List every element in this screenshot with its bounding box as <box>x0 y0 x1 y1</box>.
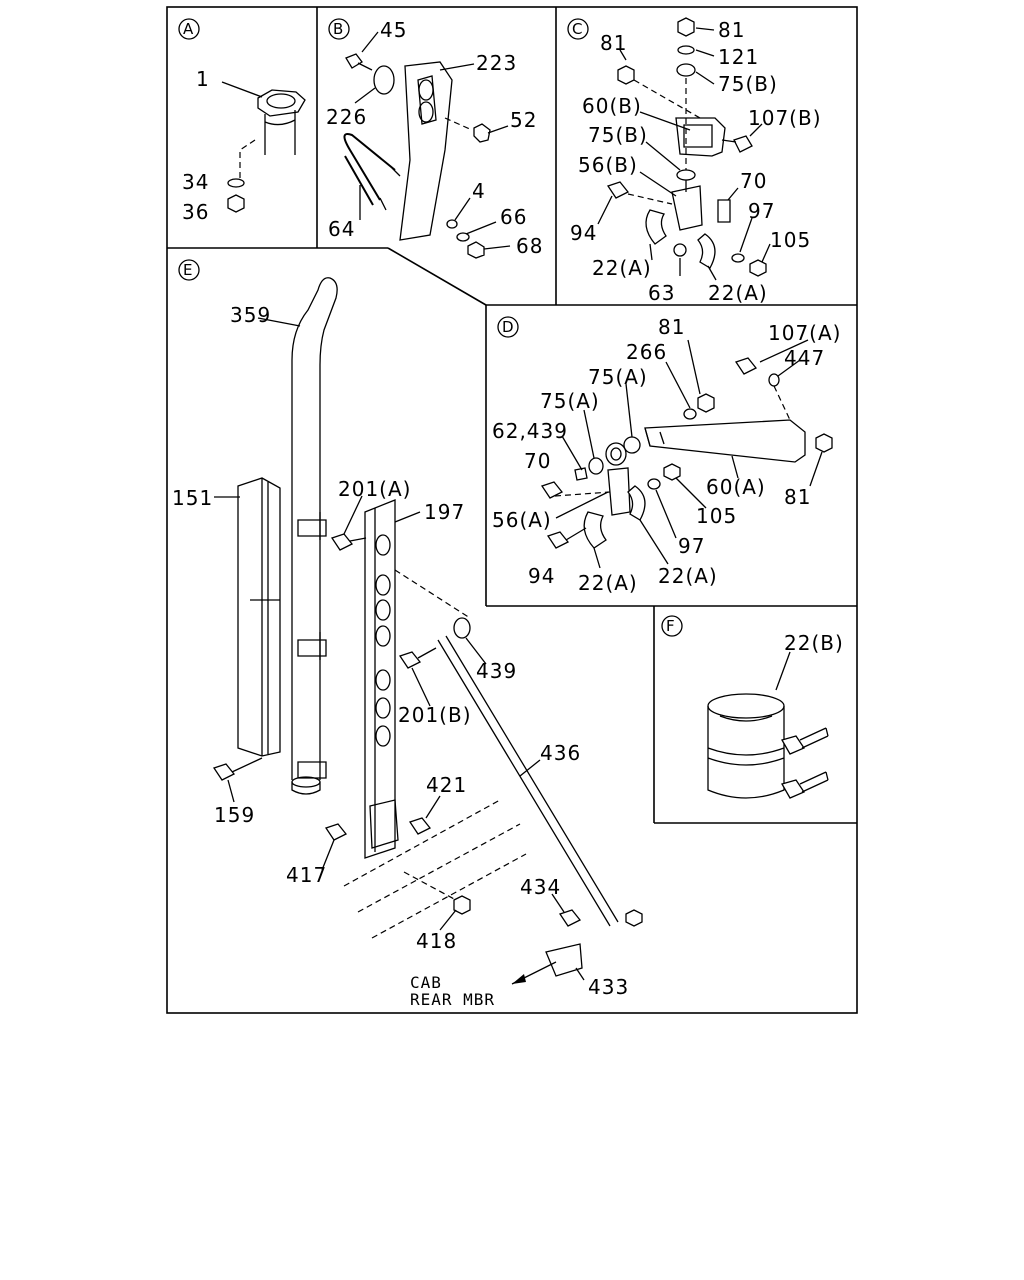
callout-439-e: 439 <box>476 659 517 683</box>
callout-22a-d-left: 22(A) <box>578 571 638 595</box>
callout-97-d: 97 <box>678 534 705 558</box>
callout-107b: 107(B) <box>748 106 822 130</box>
callout-197: 197 <box>424 500 465 524</box>
callout-447: 447 <box>784 346 825 370</box>
callout-22a-c-left: 22(A) <box>592 256 652 280</box>
callout-66: 66 <box>500 205 527 229</box>
section-d-letter: D <box>502 318 514 336</box>
callout-105-c: 105 <box>770 228 811 252</box>
callout-105-d: 105 <box>696 504 737 528</box>
callout-359: 359 <box>230 303 271 327</box>
callout-223: 223 <box>476 51 517 75</box>
callout-75b-top: 75(B) <box>718 72 778 96</box>
callout-107a: 107(A) <box>768 321 841 345</box>
section-a: A 1 34 36 <box>178 18 306 224</box>
callout-70-d: 70 <box>524 449 551 473</box>
section-d: D <box>492 315 841 595</box>
callout-22a-d-right: 22(A) <box>658 564 718 588</box>
cab-rear-mbr-note-line1: CAB <box>410 973 442 992</box>
callout-75a-lower: 75(A) <box>540 389 600 413</box>
callout-433: 433 <box>588 975 629 999</box>
section-c: C <box>567 17 822 305</box>
callout-159: 159 <box>214 803 255 827</box>
callout-81-d-top: 81 <box>658 315 685 339</box>
callout-1: 1 <box>196 67 210 91</box>
diagram-frames <box>166 6 858 1014</box>
section-e-letter: E <box>183 261 192 279</box>
section-b: B 45 223 226 52 4 66 64 <box>326 18 543 259</box>
callout-94-d: 94 <box>528 564 555 588</box>
callout-121: 121 <box>718 45 759 69</box>
callout-418: 418 <box>416 929 457 953</box>
callout-81-d-right: 81 <box>784 485 811 509</box>
callout-70-c: 70 <box>740 169 767 193</box>
callout-60a: 60(A) <box>706 475 766 499</box>
callout-63: 63 <box>648 281 675 305</box>
callout-226: 226 <box>326 105 367 129</box>
callout-201b: 201(B) <box>398 703 472 727</box>
callout-64: 64 <box>328 217 355 241</box>
callout-45: 45 <box>380 18 407 42</box>
cab-rear-mbr-note-line2: REAR MBR <box>410 990 495 1009</box>
callout-434: 434 <box>520 875 561 899</box>
callout-417: 417 <box>286 863 327 887</box>
callout-56a: 56(A) <box>492 508 552 532</box>
callout-81-left: 81 <box>600 31 627 55</box>
section-e: E <box>172 259 643 1009</box>
callout-60b: 60(B) <box>582 94 642 118</box>
callout-4: 4 <box>472 179 486 203</box>
callout-36: 36 <box>182 200 209 224</box>
callout-62-439: 62,439 <box>492 419 568 443</box>
callout-75b-mid: 75(B) <box>588 123 648 147</box>
callout-94-c: 94 <box>570 221 597 245</box>
callout-421: 421 <box>426 773 467 797</box>
section-f-letter: F <box>666 617 675 635</box>
callout-34: 34 <box>182 170 209 194</box>
section-a-letter: A <box>183 20 194 38</box>
callout-22a-c-right: 22(A) <box>708 281 768 305</box>
callout-75a-upper: 75(A) <box>588 365 648 389</box>
section-b-letter: B <box>333 20 343 38</box>
callout-266: 266 <box>626 340 667 364</box>
callout-97-c: 97 <box>748 199 775 223</box>
callout-68: 68 <box>516 234 543 258</box>
section-f: F 22(B) <box>661 615 844 799</box>
callout-151: 151 <box>172 486 213 510</box>
callout-201a: 201(A) <box>338 477 411 501</box>
callout-22b: 22(B) <box>784 631 844 655</box>
callout-436: 436 <box>540 741 581 765</box>
callout-56b: 56(B) <box>578 153 638 177</box>
section-c-letter: C <box>572 20 582 38</box>
callout-52: 52 <box>510 108 537 132</box>
callout-81-top: 81 <box>718 18 745 42</box>
